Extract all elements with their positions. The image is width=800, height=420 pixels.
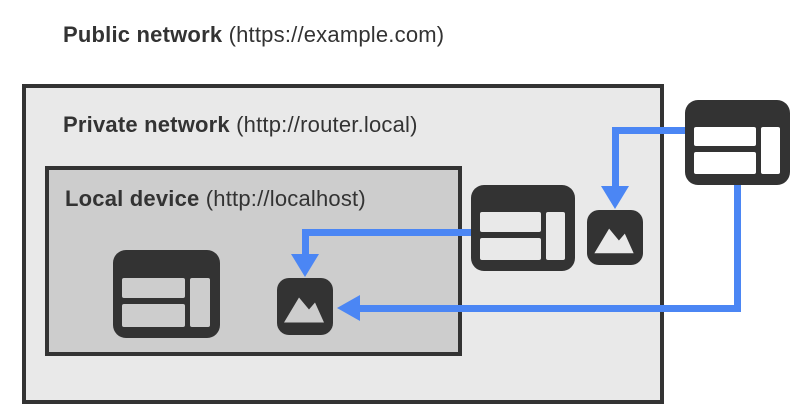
local-device-name: Local device	[65, 186, 200, 211]
arrow-public-to-local-vertical	[734, 185, 741, 312]
arrowhead-into-local-image-right	[337, 295, 360, 321]
browser-content-row-icon	[693, 127, 756, 147]
arrow-private-to-local-horizontal	[302, 229, 472, 236]
mountain-photo-glyph-icon	[284, 297, 324, 323]
public-network-label: Public network (https://example.com)	[63, 22, 444, 48]
arrowhead-into-local-image-top	[291, 254, 319, 277]
browser-sidebar-column-icon	[190, 277, 211, 327]
browser-content-row-icon	[479, 212, 541, 232]
browser-content-row-icon	[693, 152, 756, 175]
browser-sidebar-column-icon	[760, 127, 781, 175]
arrow-public-to-private-vertical	[612, 127, 619, 187]
private-browser-window-icon	[471, 185, 575, 271]
private-network-name: Private network	[63, 112, 230, 137]
browser-content-row-icon	[121, 304, 185, 327]
local-image-resource-icon	[277, 278, 333, 335]
public-browser-window-icon	[685, 100, 790, 185]
mountain-photo-glyph-icon	[594, 228, 634, 254]
private-image-resource-icon	[587, 210, 643, 265]
public-network-name: Public network	[63, 22, 223, 47]
browser-content-row-icon	[121, 277, 185, 298]
browser-sidebar-column-icon	[545, 212, 566, 261]
public-network-url: (https://example.com)	[228, 22, 445, 47]
local-device-url: (http://localhost)	[205, 186, 366, 211]
local-device-label: Local device (http://localhost)	[65, 186, 366, 212]
arrow-private-to-local-vertical	[302, 229, 309, 255]
browser-content-row-icon	[479, 237, 541, 261]
arrow-public-to-private-horizontal	[612, 127, 686, 134]
private-network-label: Private network (http://router.local)	[63, 112, 418, 138]
local-browser-window-icon	[113, 250, 220, 338]
private-network-url: (http://router.local)	[236, 112, 418, 137]
arrow-public-to-local-horizontal	[358, 305, 741, 312]
arrowhead-into-private-image-top	[601, 186, 629, 209]
